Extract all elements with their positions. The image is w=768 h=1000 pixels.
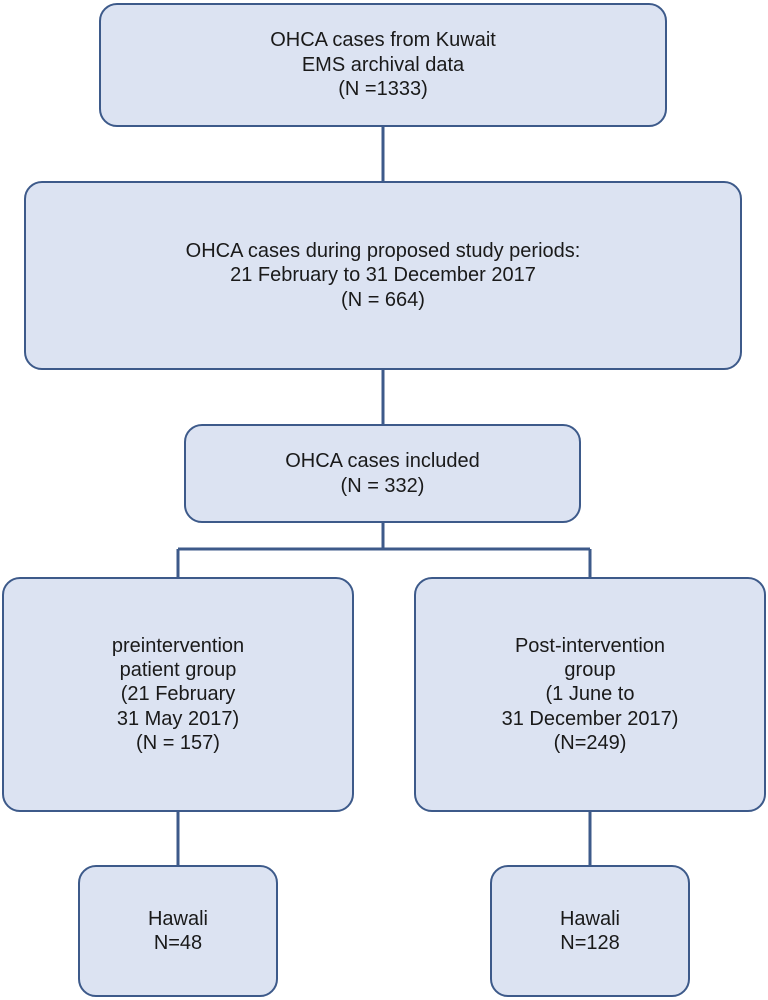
- post-hawali-box: Hawali N=128: [490, 865, 690, 997]
- pre-group-line-1: preintervention: [111, 634, 245, 657]
- pre-group-line-2: patient group: [119, 658, 237, 681]
- source-line-1: OHCA cases from Kuwait: [270, 29, 496, 52]
- pre-hawali-line-2: N=48: [153, 932, 203, 954]
- source-line-3: (N =1333): [338, 78, 428, 101]
- pre-group-line-4: 31 May 2017): [116, 707, 240, 730]
- pre-group-line-5: (N = 157): [136, 732, 220, 755]
- preintervention-group-box: preintervention patient group (21 Februa…: [2, 577, 354, 812]
- post-group-line-3: (1 June to: [545, 683, 635, 706]
- post-group-line-1: Post-intervention: [514, 634, 666, 657]
- post-group-line-2: group: [564, 658, 616, 681]
- post-group-line-4: 31 December 2017): [501, 707, 679, 730]
- post-intervention-group-box: Post-intervention group (1 June to 31 De…: [414, 577, 766, 812]
- included-line-2: (N = 332): [340, 474, 425, 497]
- included-line-1: OHCA cases included: [285, 450, 480, 473]
- pre-hawali-line-1: Hawali: [147, 907, 209, 930]
- pre-group-line-3: (21 February: [120, 683, 236, 706]
- pre-hawali-box: Hawali N=48: [78, 865, 278, 997]
- study-period-line-3: (N = 664): [341, 288, 425, 311]
- source-line-2: EMS archival data: [301, 53, 465, 76]
- post-hawali-line-1: Hawali: [559, 907, 621, 930]
- included-cases-box: OHCA cases included (N = 332): [184, 424, 581, 523]
- post-group-line-5: (N=249): [553, 732, 627, 755]
- study-period-line-1: OHCA cases during proposed study periods…: [185, 239, 581, 262]
- post-hawali-line-2: N=128: [560, 932, 620, 954]
- study-period-box: OHCA cases during proposed study periods…: [24, 181, 742, 370]
- study-period-line-2: 21 February to 31 December 2017: [230, 264, 536, 287]
- source-cases-box: OHCA cases from Kuwait EMS archival data…: [99, 3, 667, 127]
